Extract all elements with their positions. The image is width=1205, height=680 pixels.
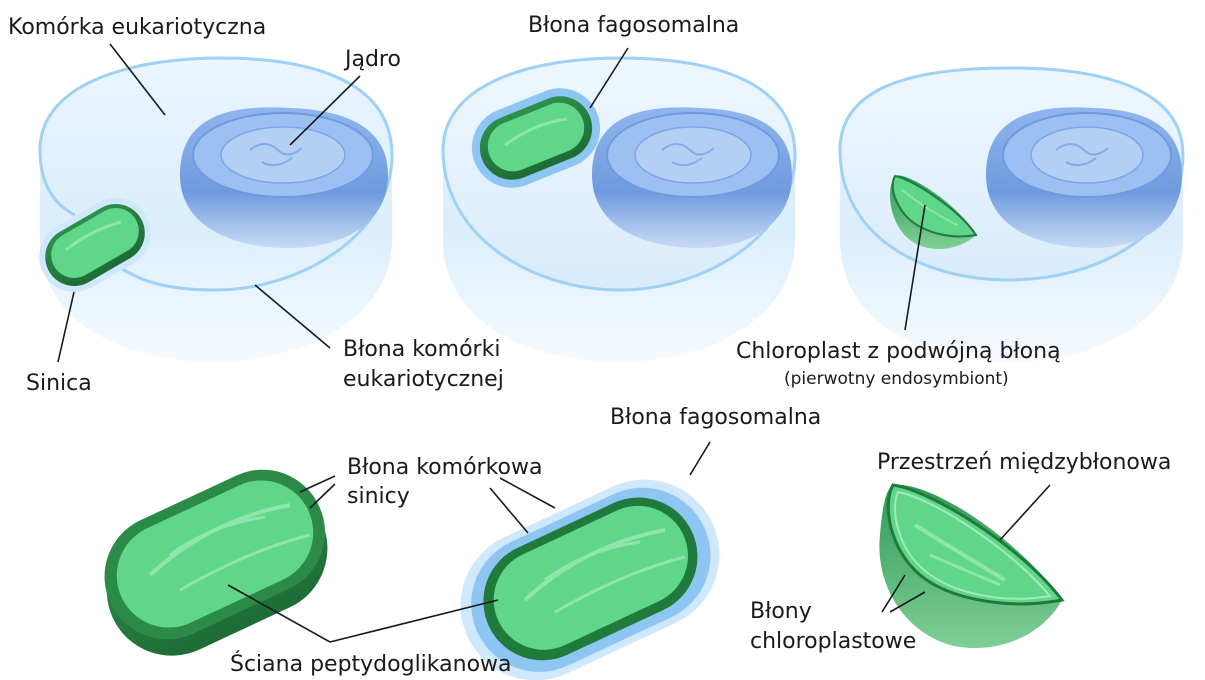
label-phagosomal-membrane-top: Błona fagosomalna xyxy=(528,13,739,38)
label-nucleus: Jądro xyxy=(343,47,401,72)
label-primary-endosymbiont: (pierwotny endosymbiont) xyxy=(784,369,1009,389)
label-cell-membrane-2: eukariotycznej xyxy=(343,367,504,392)
cell-1-engulfing xyxy=(26,58,392,362)
nucleus-3 xyxy=(986,107,1182,248)
label-cell-membrane-1: Błona komórki xyxy=(343,337,500,362)
cell-3-chloroplast xyxy=(840,68,1183,362)
nucleus-2 xyxy=(592,107,792,248)
label-phagosomal-membrane-bottom: Błona fagosomalna xyxy=(610,405,821,430)
cyanobacterium-large xyxy=(84,449,349,677)
label-cyano-membrane-1: Błona komórkowa xyxy=(347,455,542,480)
nucleus-1 xyxy=(180,107,388,248)
chloroplast-large xyxy=(879,485,1062,648)
label-chloroplast-membranes-2: chloroplastowe xyxy=(750,629,916,654)
label-chloroplast: Chloroplast z podwójną błoną xyxy=(736,339,1061,364)
label-peptidoglycan-wall: Ściana peptydoglikanowa xyxy=(230,651,512,677)
label-chloroplast-membranes-1: Błony xyxy=(750,599,812,624)
label-cyano-membrane-2: sinicy xyxy=(347,484,410,509)
phagosome-large xyxy=(436,455,744,680)
cell-2-phagosome xyxy=(443,58,795,362)
label-cyanobacterium: Sinica xyxy=(26,371,92,396)
label-eukaryotic-cell: Komórka eukariotyczna xyxy=(8,15,266,40)
label-intermembrane-space: Przestrzeń międzybłonowa xyxy=(877,450,1171,475)
